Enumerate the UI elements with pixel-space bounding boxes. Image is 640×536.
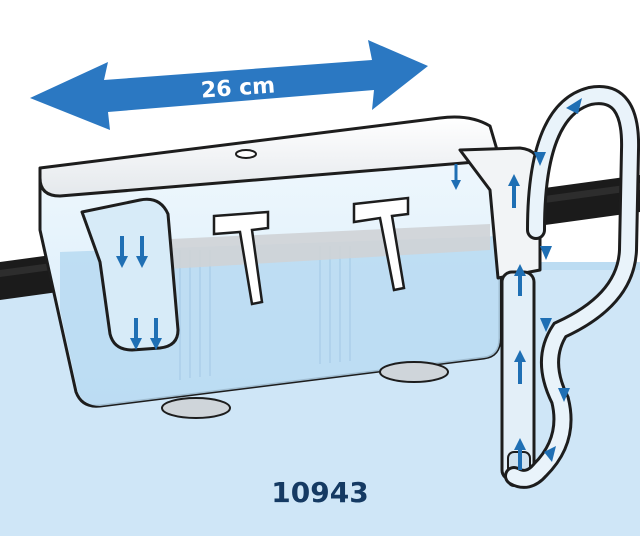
flow-arrow-icon — [116, 98, 582, 470]
product-code-label: 10943 — [271, 475, 369, 509]
filter-body — [38, 115, 542, 419]
width-double-arrow-icon — [30, 40, 428, 130]
